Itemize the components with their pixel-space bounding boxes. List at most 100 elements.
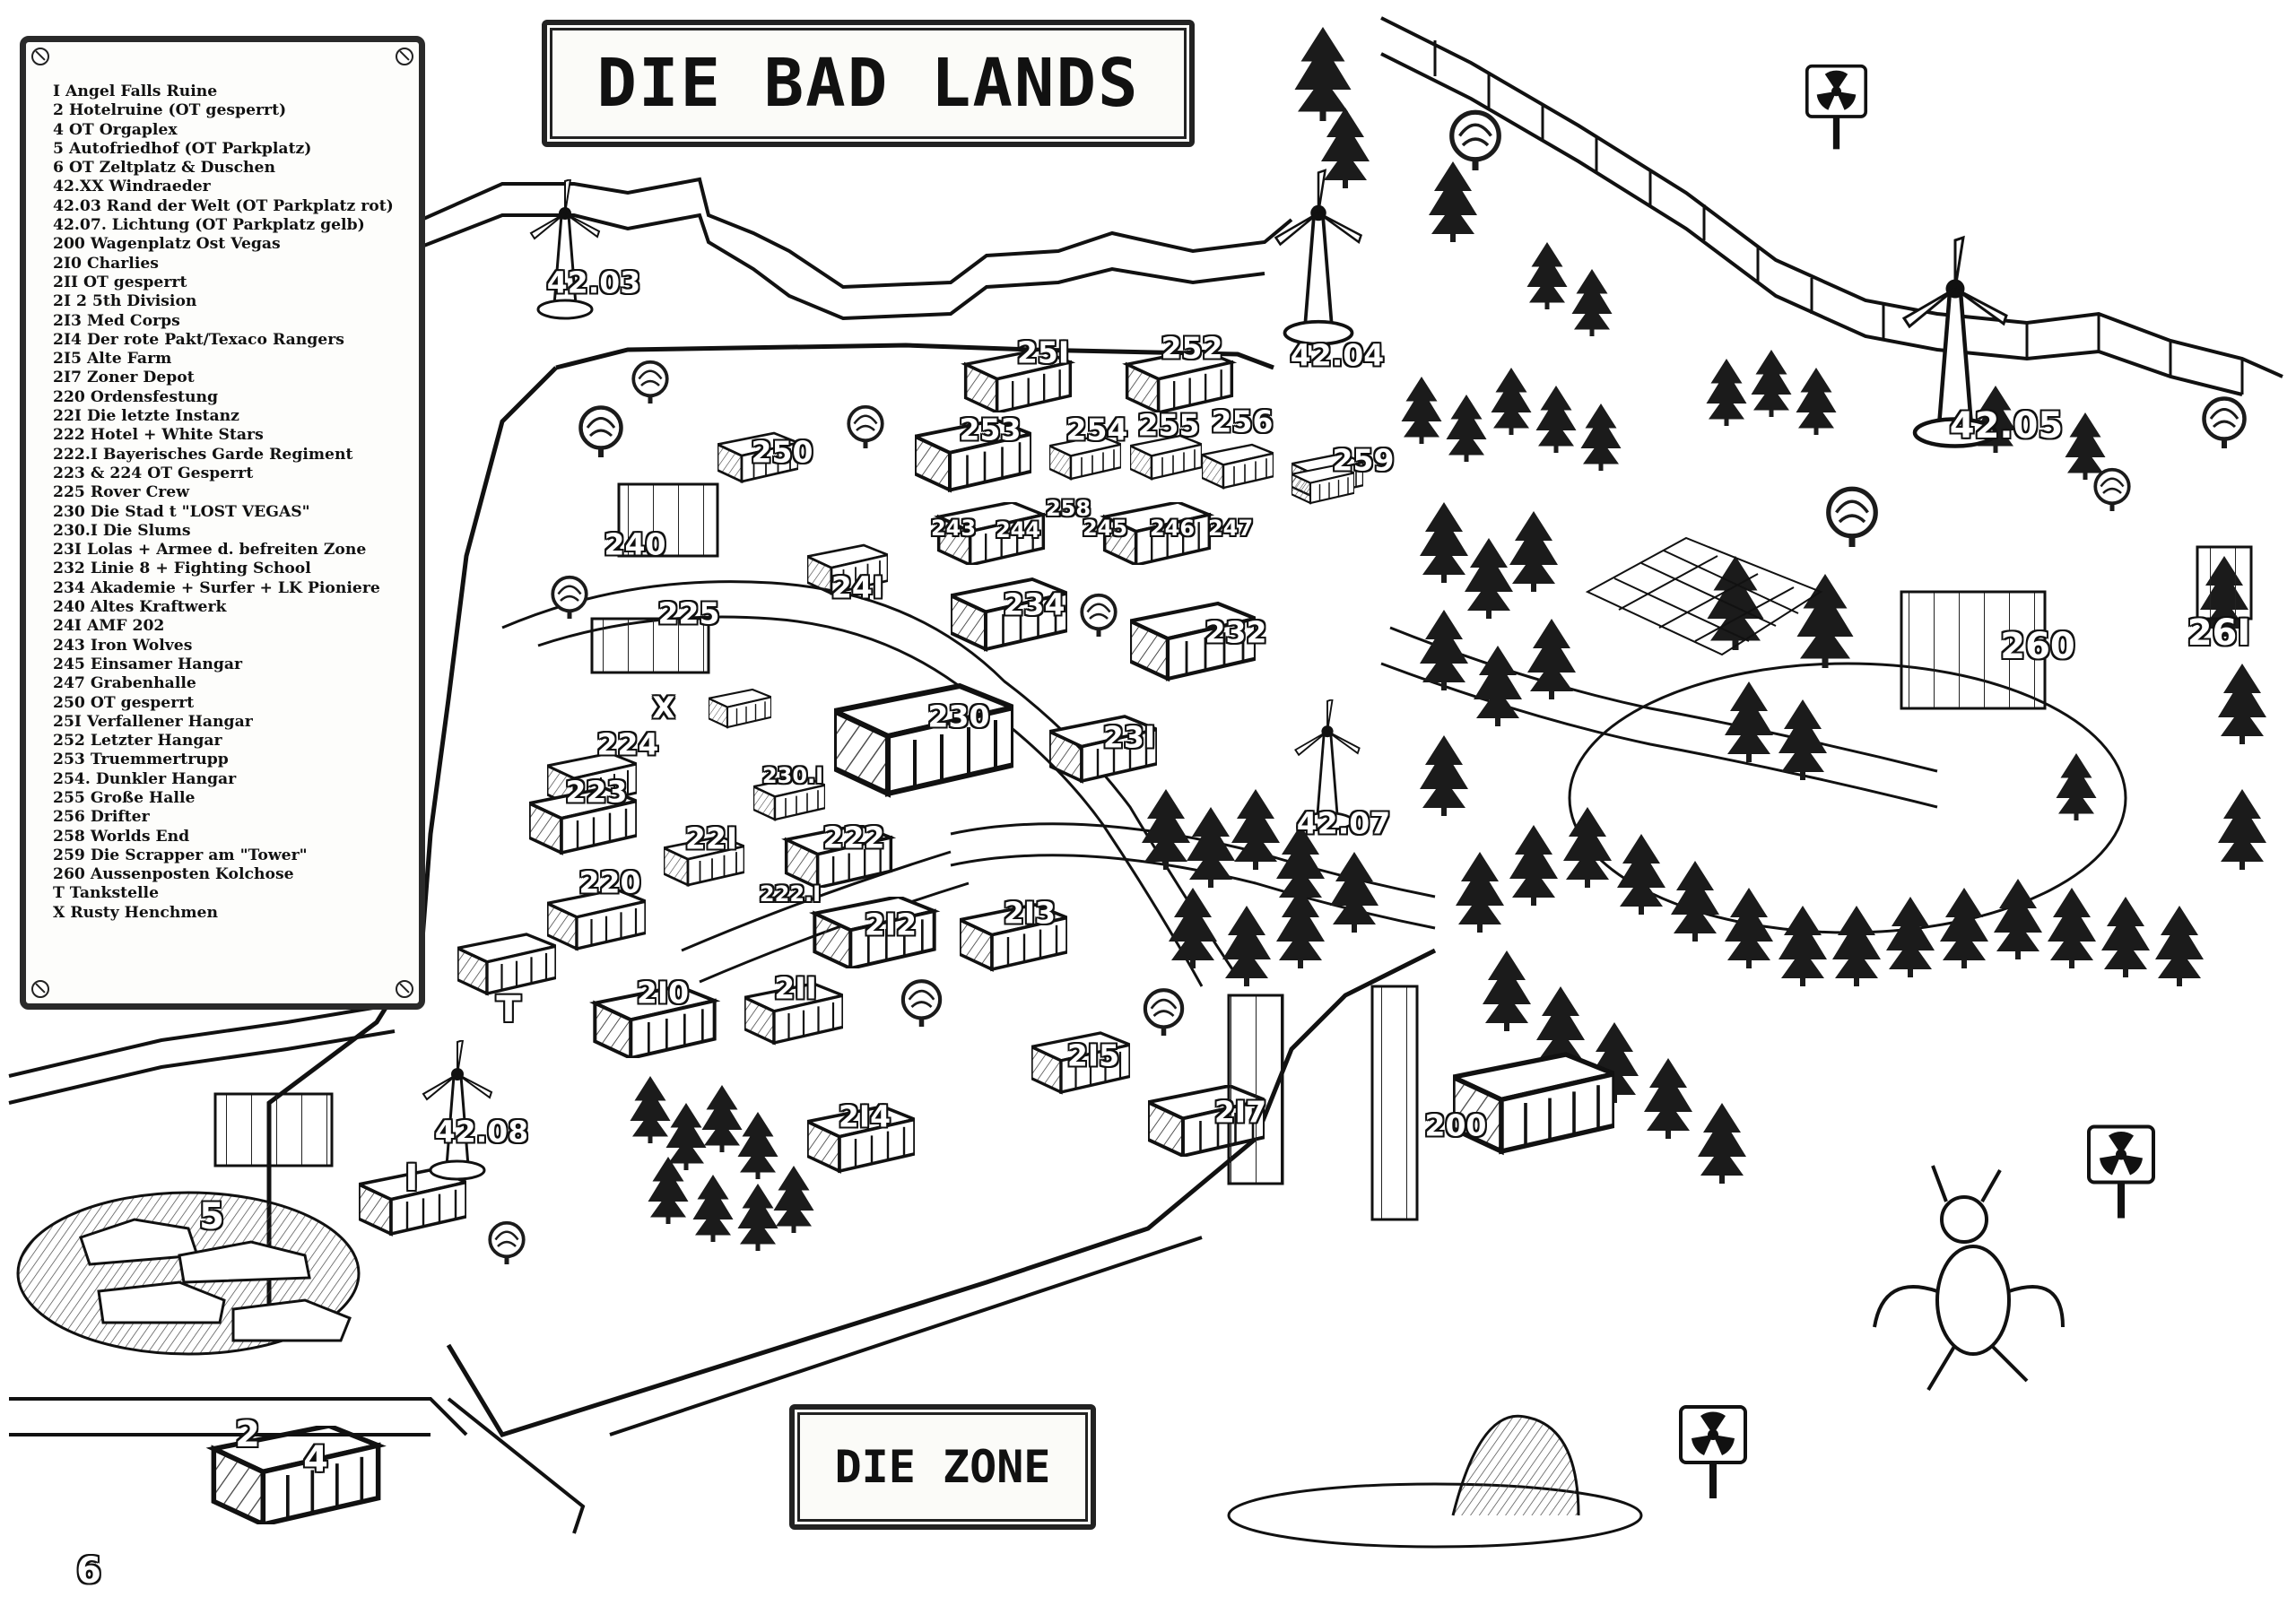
map-label-252: 252 xyxy=(1161,330,1223,366)
map-label-221: 22I xyxy=(684,820,738,856)
map-label-42-04: 42.04 xyxy=(1290,337,1385,373)
forest-east xyxy=(1401,350,2266,870)
map-label-231: 23I xyxy=(1102,719,1156,755)
creature xyxy=(1873,1165,2065,1392)
legend-entry: 2II OT gesperrt xyxy=(53,273,187,291)
legend-entry: 247 Grabenhalle xyxy=(53,674,196,693)
map-label-258: 258 xyxy=(1045,496,1091,521)
map-label-220: 220 xyxy=(578,864,641,900)
map-label-250: 250 xyxy=(751,434,813,470)
legend-entry: 222.I Bayerisches Garde Regiment xyxy=(53,445,353,464)
legend-entry: 245 Einsamer Hangar xyxy=(53,655,243,673)
map-label-254: 254 xyxy=(1065,412,1128,447)
perimeter-fence-top xyxy=(421,16,2283,396)
map-label-210: 2I0 xyxy=(636,975,690,1011)
map-label-260: 260 xyxy=(2000,626,2075,667)
legend-entry: 256 Drifter xyxy=(53,808,150,827)
crop-field xyxy=(1585,536,1823,656)
map-label-224: 224 xyxy=(596,726,659,762)
legend-entry: 22I Die letzte Instanz xyxy=(53,407,239,426)
legend-entry: 253 Truemmertrupp xyxy=(53,751,229,769)
fence-bottom xyxy=(8,1002,1203,1534)
legend-entry: 234 Akademie + Surfer + LK Pioniere xyxy=(53,578,380,597)
map-label-245: 245 xyxy=(1082,516,1128,541)
legend-entry: 42.03 Rand der Welt (OT Parkplatz rot) xyxy=(53,196,394,215)
legend-entry: 255 Große Halle xyxy=(53,788,196,807)
map-label-244: 244 xyxy=(995,517,1041,542)
map-label-225: 225 xyxy=(657,595,720,631)
map-label-42-07: 42.07 xyxy=(1296,805,1391,841)
legend-entry: 259 Die Scrapper am "Tower" xyxy=(53,846,308,864)
legend-entry: 2I7 Zoner Depot xyxy=(53,369,195,387)
screw-icon xyxy=(396,980,413,998)
legend-entry: 225 Rover Crew xyxy=(53,483,190,502)
map-label-2: 2 xyxy=(235,1414,260,1455)
legend-entry: 2I3 Med Corps xyxy=(53,311,180,330)
legend-entry: 2I0 Charlies xyxy=(53,254,159,273)
legend-entry: 2I 2 5th Division xyxy=(53,292,197,311)
map-label-251: 25I xyxy=(1016,334,1070,370)
plank-structures xyxy=(590,482,2253,1221)
map-label-232: 232 xyxy=(1205,614,1267,650)
legend-entry: 4 OT Orgaplex xyxy=(53,120,178,139)
map-label-241: 24I xyxy=(831,569,884,605)
map-label-217: 2I7 xyxy=(1213,1094,1267,1130)
map-label-215: 2I5 xyxy=(1066,1037,1120,1073)
screw-icon xyxy=(31,980,49,998)
map-label-246: 246 xyxy=(1149,516,1196,541)
legend-entry: 5 Autofriedhof (OT Parkplatz) xyxy=(53,139,312,158)
map-label-222-1: 222.I xyxy=(759,881,822,907)
map-label-240: 240 xyxy=(604,526,666,562)
map-label-5: 5 xyxy=(199,1196,224,1237)
legend-entry: 230 Die Stad t "LOST VEGAS" xyxy=(53,502,310,521)
map-label-259: 259 xyxy=(1332,442,1395,478)
legend-entry: X Rusty Henchmen xyxy=(53,903,218,922)
screw-icon xyxy=(396,48,413,65)
legend-entry: 230.I Die Slums xyxy=(53,521,191,540)
legend-entry: 258 Worlds End xyxy=(53,827,190,846)
legend-entry: 222 Hotel + White Stars xyxy=(53,426,264,445)
legend-entry: 200 Wagenplatz Ost Vegas xyxy=(53,235,281,254)
map-label-230-1: 230.I xyxy=(761,763,824,788)
pond xyxy=(1227,1414,1643,1549)
compound-boundary xyxy=(266,343,1437,1437)
map-label-x: X xyxy=(652,690,675,725)
map-label-213: 2I3 xyxy=(1003,895,1057,931)
map-label-42-05: 42.05 xyxy=(1949,405,2064,447)
legend-entry: 260 Aussenposten Kolchose xyxy=(53,865,294,884)
legend-entry: 243 Iron Wolves xyxy=(53,636,193,655)
legend-entry: T Tankstelle xyxy=(53,884,160,903)
map-title: DIE BAD LANDS xyxy=(542,20,1195,147)
map-label-42-08: 42.08 xyxy=(434,1114,529,1150)
legend-entry: 25I Verfallener Hangar xyxy=(53,712,253,731)
map-label-42-03: 42.03 xyxy=(546,265,641,300)
map-label-6: 6 xyxy=(76,1550,101,1592)
legend-entry: 250 OT gesperrt xyxy=(53,693,195,712)
legend-entry: I Angel Falls Ruine xyxy=(53,82,218,100)
map-label-256: 256 xyxy=(1211,404,1274,439)
trees-north xyxy=(1294,27,1613,336)
map-label-234: 234 xyxy=(1003,586,1065,622)
junkyard xyxy=(16,1092,361,1356)
zone-plaque: DIE ZONE xyxy=(789,1404,1096,1530)
map-label-261: 26I xyxy=(2187,612,2251,654)
legend-entry: 23I Lolas + Armee d. befreiten Zone xyxy=(53,541,367,560)
legend-entry: 42.07. Lichtung (OT Parkplatz gelb) xyxy=(53,216,365,235)
legend-entry: 24I AMF 202 xyxy=(53,617,165,636)
map-label-211: 2II xyxy=(774,970,817,1006)
map-label-255: 255 xyxy=(1137,407,1200,443)
map-label-t: T xyxy=(496,989,521,1030)
map-label-253: 253 xyxy=(959,412,1022,447)
legend-entry: 220 Ordensfestung xyxy=(53,387,218,406)
legend-entry: 2I4 Der rote Pakt/Texaco Rangers xyxy=(53,330,344,349)
map-label-222: 222 xyxy=(822,820,885,855)
legend-entry: 232 Linie 8 + Fighting School xyxy=(53,560,311,578)
map-label-212: 2I2 xyxy=(864,907,918,942)
map-label-200: 200 xyxy=(1424,1107,1487,1143)
legend-entry: 42.XX Windraeder xyxy=(53,178,211,196)
map-label-223: 223 xyxy=(565,774,628,810)
